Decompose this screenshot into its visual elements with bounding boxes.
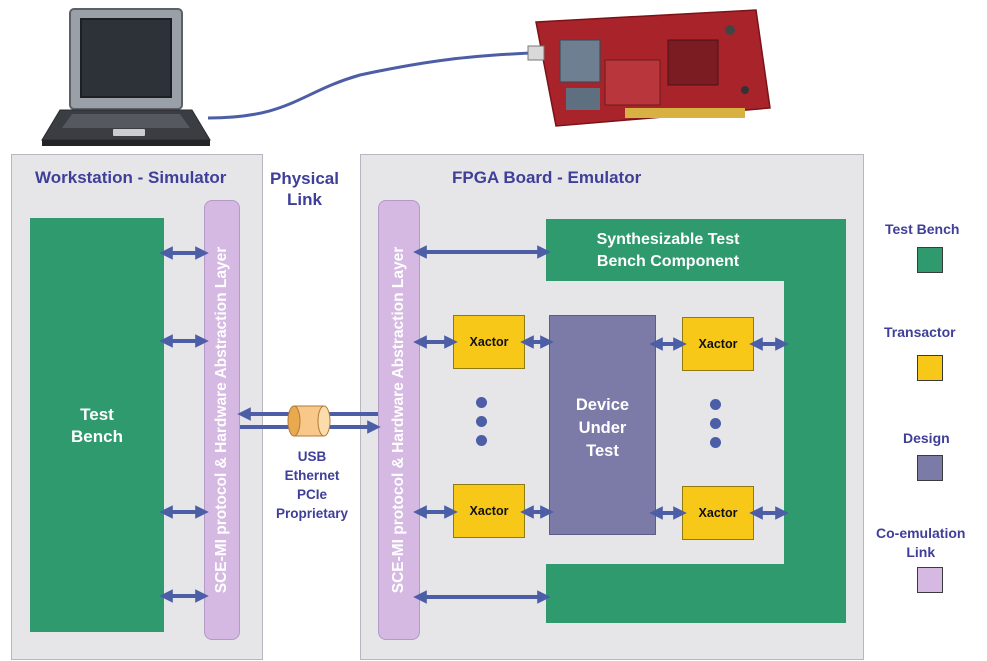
protocol-usb: USB <box>297 449 327 464</box>
protocol-pcie: PCIe <box>296 487 327 502</box>
ellipsis-dot-right-2 <box>710 418 721 429</box>
fpga-title: FPGA Board - Emulator <box>452 168 642 187</box>
dut-label: Device Under Test <box>575 396 630 460</box>
workstation-title: Workstation - Simulator <box>35 168 227 187</box>
legend-transactor-label: Transactor <box>884 324 956 340</box>
ellipsis-dot-left-2 <box>476 416 487 427</box>
ellipsis-dot-right-1 <box>710 399 721 410</box>
legend-design-label: Design <box>903 430 950 446</box>
test-bench-label: Test Bench <box>71 405 123 446</box>
legend-test-bench-swatch <box>917 247 943 273</box>
ellipsis-dot-left-1 <box>476 397 487 408</box>
protocol-proprietary: Proprietary <box>275 506 349 521</box>
legend-link-label: Co-emulation Link <box>876 525 966 560</box>
legend-test-bench-label: Test Bench <box>885 221 960 237</box>
xactor-right-bottom: Xactor <box>682 486 754 540</box>
ellipsis-dot-left-3 <box>476 435 487 446</box>
ellipsis-dot-right-3 <box>710 437 721 448</box>
physical-link-cable <box>237 405 381 437</box>
legend-transactor-swatch <box>917 355 943 381</box>
legend-design-swatch <box>917 455 943 481</box>
synth-test-bench-bottom <box>546 564 846 623</box>
fpga-abstraction-layer: SCE-MI protocol & Hardware Abstraction L… <box>378 200 420 640</box>
xactor-left-bottom: Xactor <box>453 484 525 538</box>
test-bench-block: Test Bench <box>30 218 164 632</box>
synth-test-bench-right <box>784 219 846 623</box>
physical-link-title: Physical Link <box>270 169 339 209</box>
synth-test-bench-label: Synthesizable Test Bench Component <box>596 231 740 270</box>
physical-link-protocols: USB Ethernet PCIe Proprietary <box>262 447 362 523</box>
laptop-icon <box>41 8 211 146</box>
xactor-right-top: Xactor <box>682 317 754 371</box>
device-under-test: Device Under Test <box>549 315 656 535</box>
fpga-board-icon <box>527 9 771 127</box>
legend-link-swatch <box>917 567 943 593</box>
protocol-ethernet: Ethernet <box>284 468 340 483</box>
cable <box>207 51 531 120</box>
